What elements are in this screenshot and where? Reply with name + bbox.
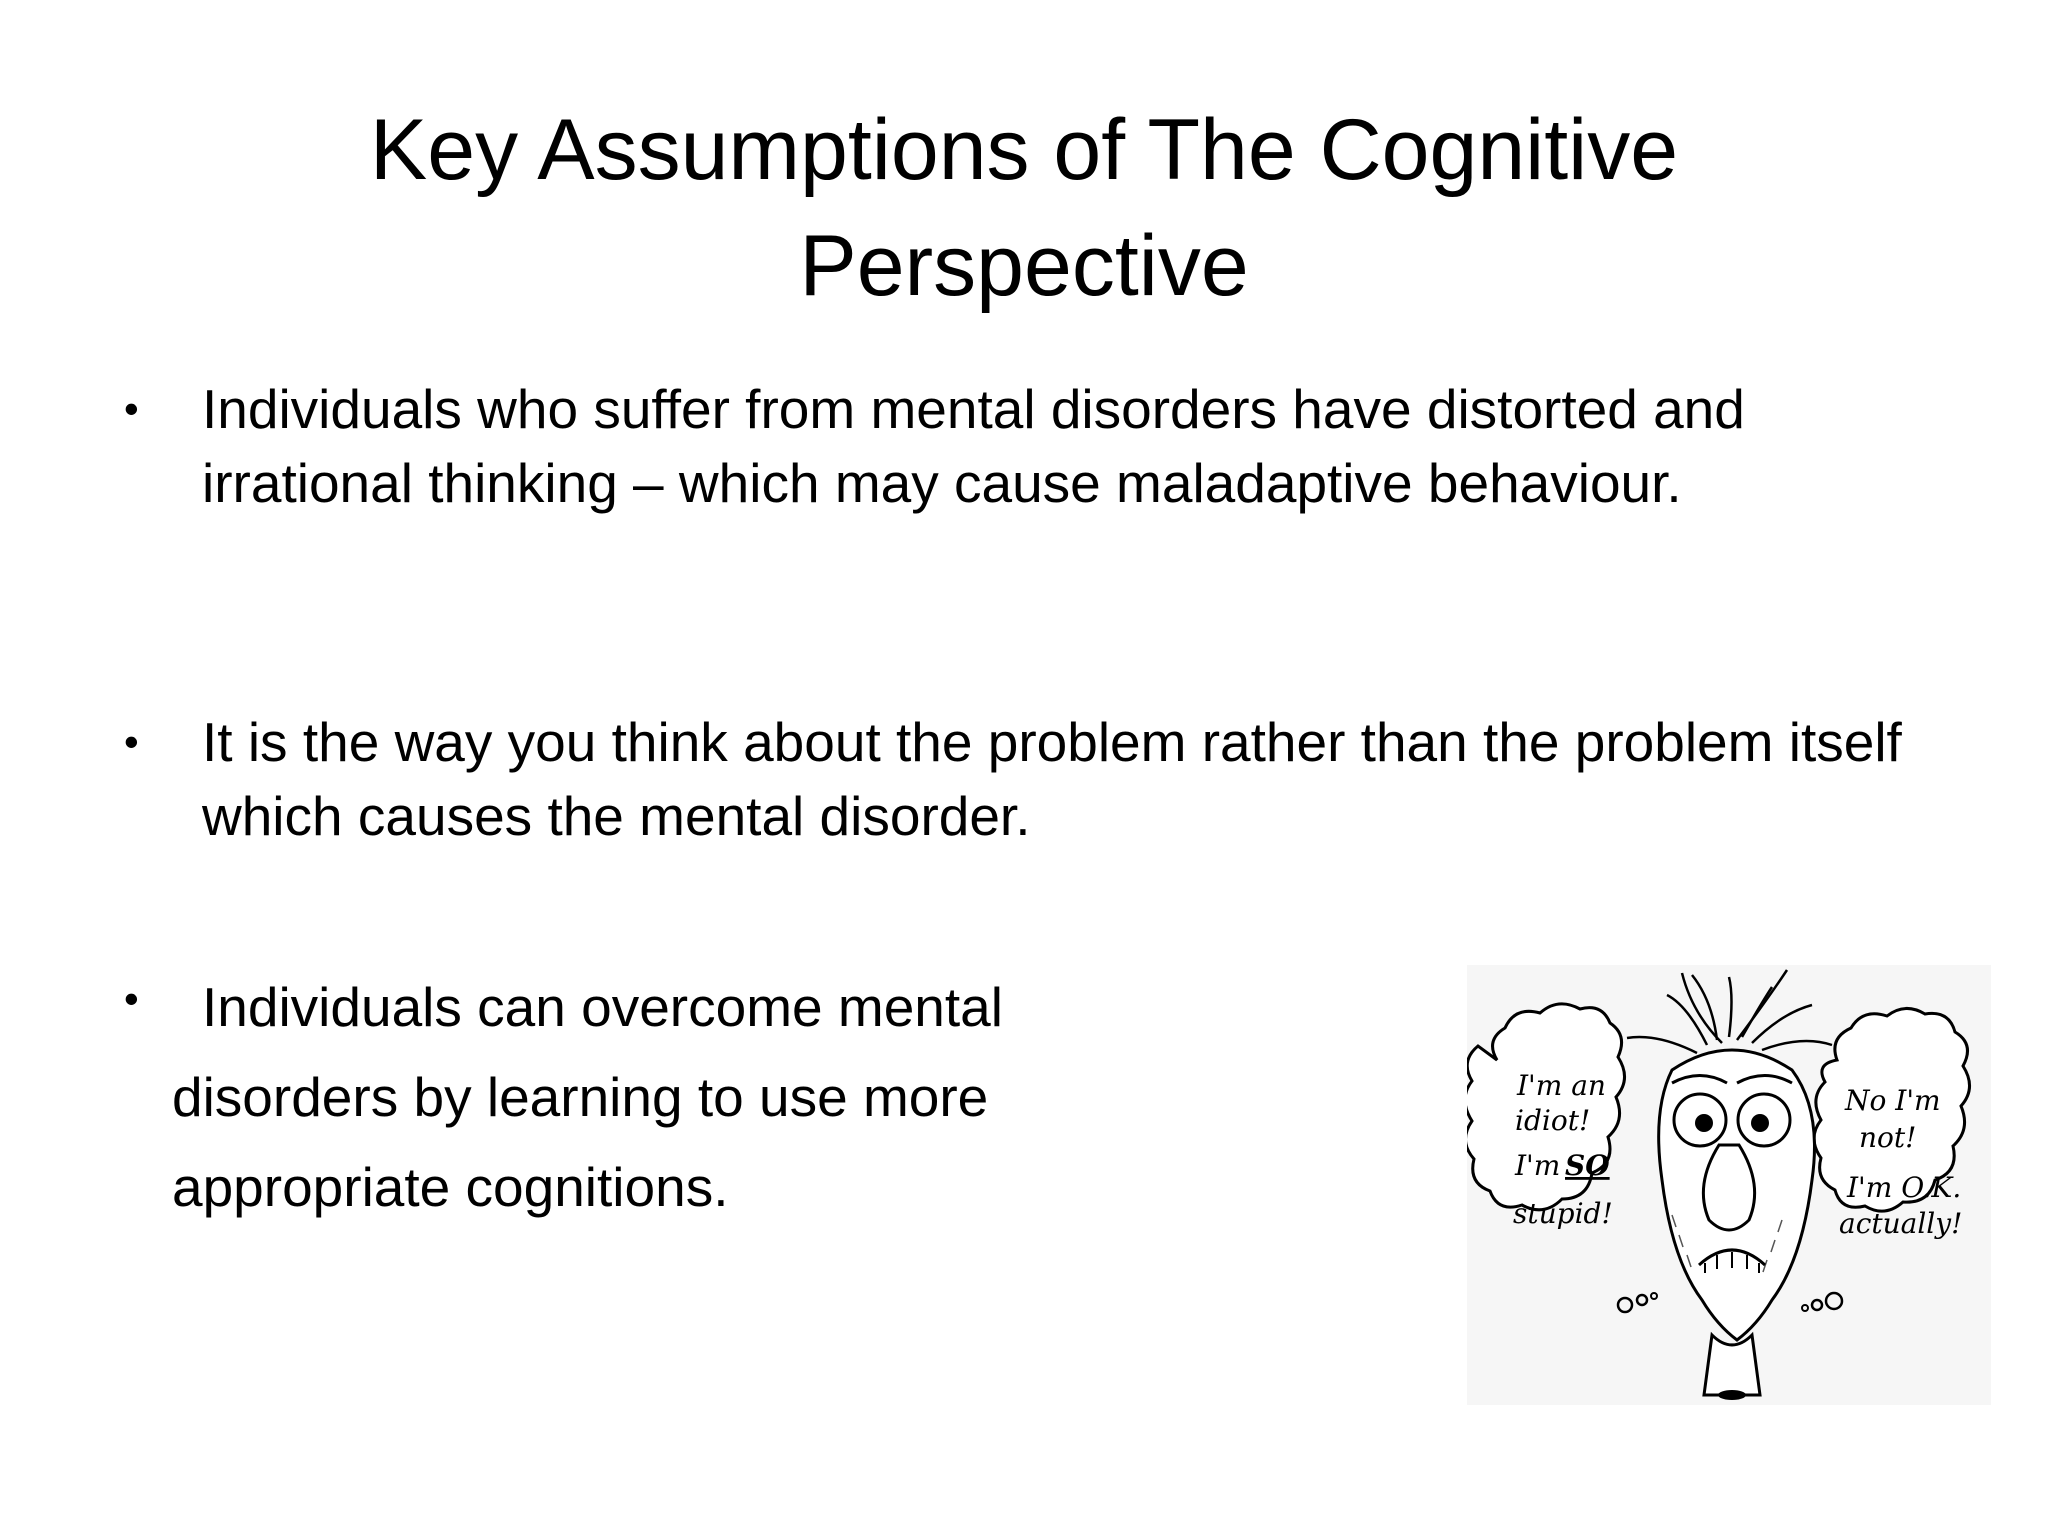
bullet-icon: • xyxy=(124,718,139,765)
left-thought-cloud xyxy=(1467,1002,1626,1212)
nose xyxy=(1701,1143,1757,1232)
right-bubble-line-4: actually! xyxy=(1839,1207,1962,1240)
bullet-1-text: Individuals who suffer from mental disor… xyxy=(202,378,1745,514)
mouth xyxy=(1697,1248,1767,1267)
slide-title: Key Assumptions of The Cognitive Perspec… xyxy=(369,102,1679,314)
left-bubble-line-3: I'm xyxy=(1514,1149,1560,1182)
stubble xyxy=(1671,1214,1783,1273)
left-bubble-line-1: I'm an xyxy=(1516,1069,1606,1102)
cartoon-illustration: I'm an idiot! I'm SO stupid! No I'm not!… xyxy=(1467,965,1991,1405)
bullet-2-text: It is the way you think about the proble… xyxy=(202,711,1902,847)
right-bubble-line-2: not! xyxy=(1859,1121,1916,1154)
bullet-icon: • xyxy=(124,385,139,432)
hair xyxy=(1626,969,1833,1055)
bullet-icon: • xyxy=(124,975,139,1022)
right-bubble-line-1: No I'm xyxy=(1844,1084,1941,1117)
bullet-3-line-1: Individuals can overcome mental xyxy=(202,976,1003,1038)
bullet-3-line-3: appropriate cognitions. xyxy=(172,1156,729,1218)
left-bubble-emphasis: SO xyxy=(1565,1149,1610,1182)
left-bubble-line-4: stupid! xyxy=(1513,1197,1613,1230)
right-bubble-line-3: I'm O.K. xyxy=(1846,1171,1961,1204)
bullet-3-text: Individuals can overcome mental disorder… xyxy=(172,962,1003,1232)
left-bubble-line-2: idiot! xyxy=(1515,1104,1590,1137)
bullet-3-line-2: disorders by learning to use more xyxy=(172,1066,989,1128)
